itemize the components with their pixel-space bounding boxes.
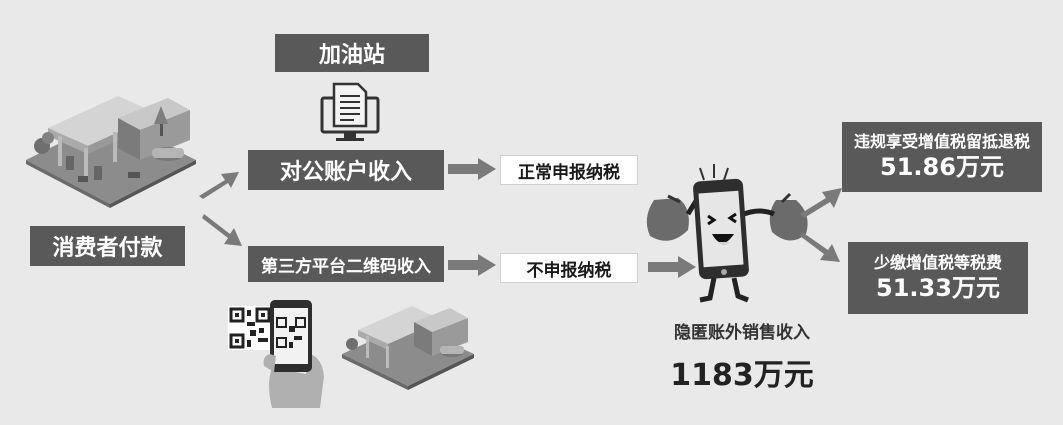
arrow-down-right-icon [202,214,242,246]
underpaid-title: 少缴增值税等税费 [873,253,1002,272]
hidden-income-amount: 1183万元 [670,358,814,393]
arrow-right-icon [648,256,696,278]
arrow-up-right-icon [800,188,842,218]
phone-hand-icon [263,300,324,408]
arrow-up-right-icon [199,172,239,199]
qr-code-income-label: 第三方平台二维码收入 [248,246,444,282]
hidden-income-label: 隐匿账外销售收入 [674,323,810,343]
arrow-down-right-icon [800,232,840,262]
gas-station-illustration [342,306,474,390]
arrow-right-icon [448,254,496,276]
underpaid-box: 少缴增值税等税费 51.33万元 [848,242,1028,314]
refund-amount: 51.86万元 [880,153,1004,181]
gas-station-label: 加油站 [275,34,429,72]
consumer-payment-label: 消费者付款 [30,226,185,266]
public-account-label: 对公账户收入 [248,150,444,190]
document-monitor-icon [320,82,380,141]
gas-station-illustration [26,96,196,208]
no-tax-label: 不申报纳税 [500,253,638,283]
refund-box: 违规享受增值税留抵退税 51.86万元 [842,122,1042,192]
refund-title: 违规享受增值税留抵退税 [853,132,1030,151]
smartphone-mascot-icon [646,164,808,303]
normal-tax-label: 正常申报纳税 [500,155,638,185]
qr-code-icon [228,306,272,350]
underpaid-amount: 51.33万元 [876,274,1000,302]
arrow-right-icon [448,158,496,180]
